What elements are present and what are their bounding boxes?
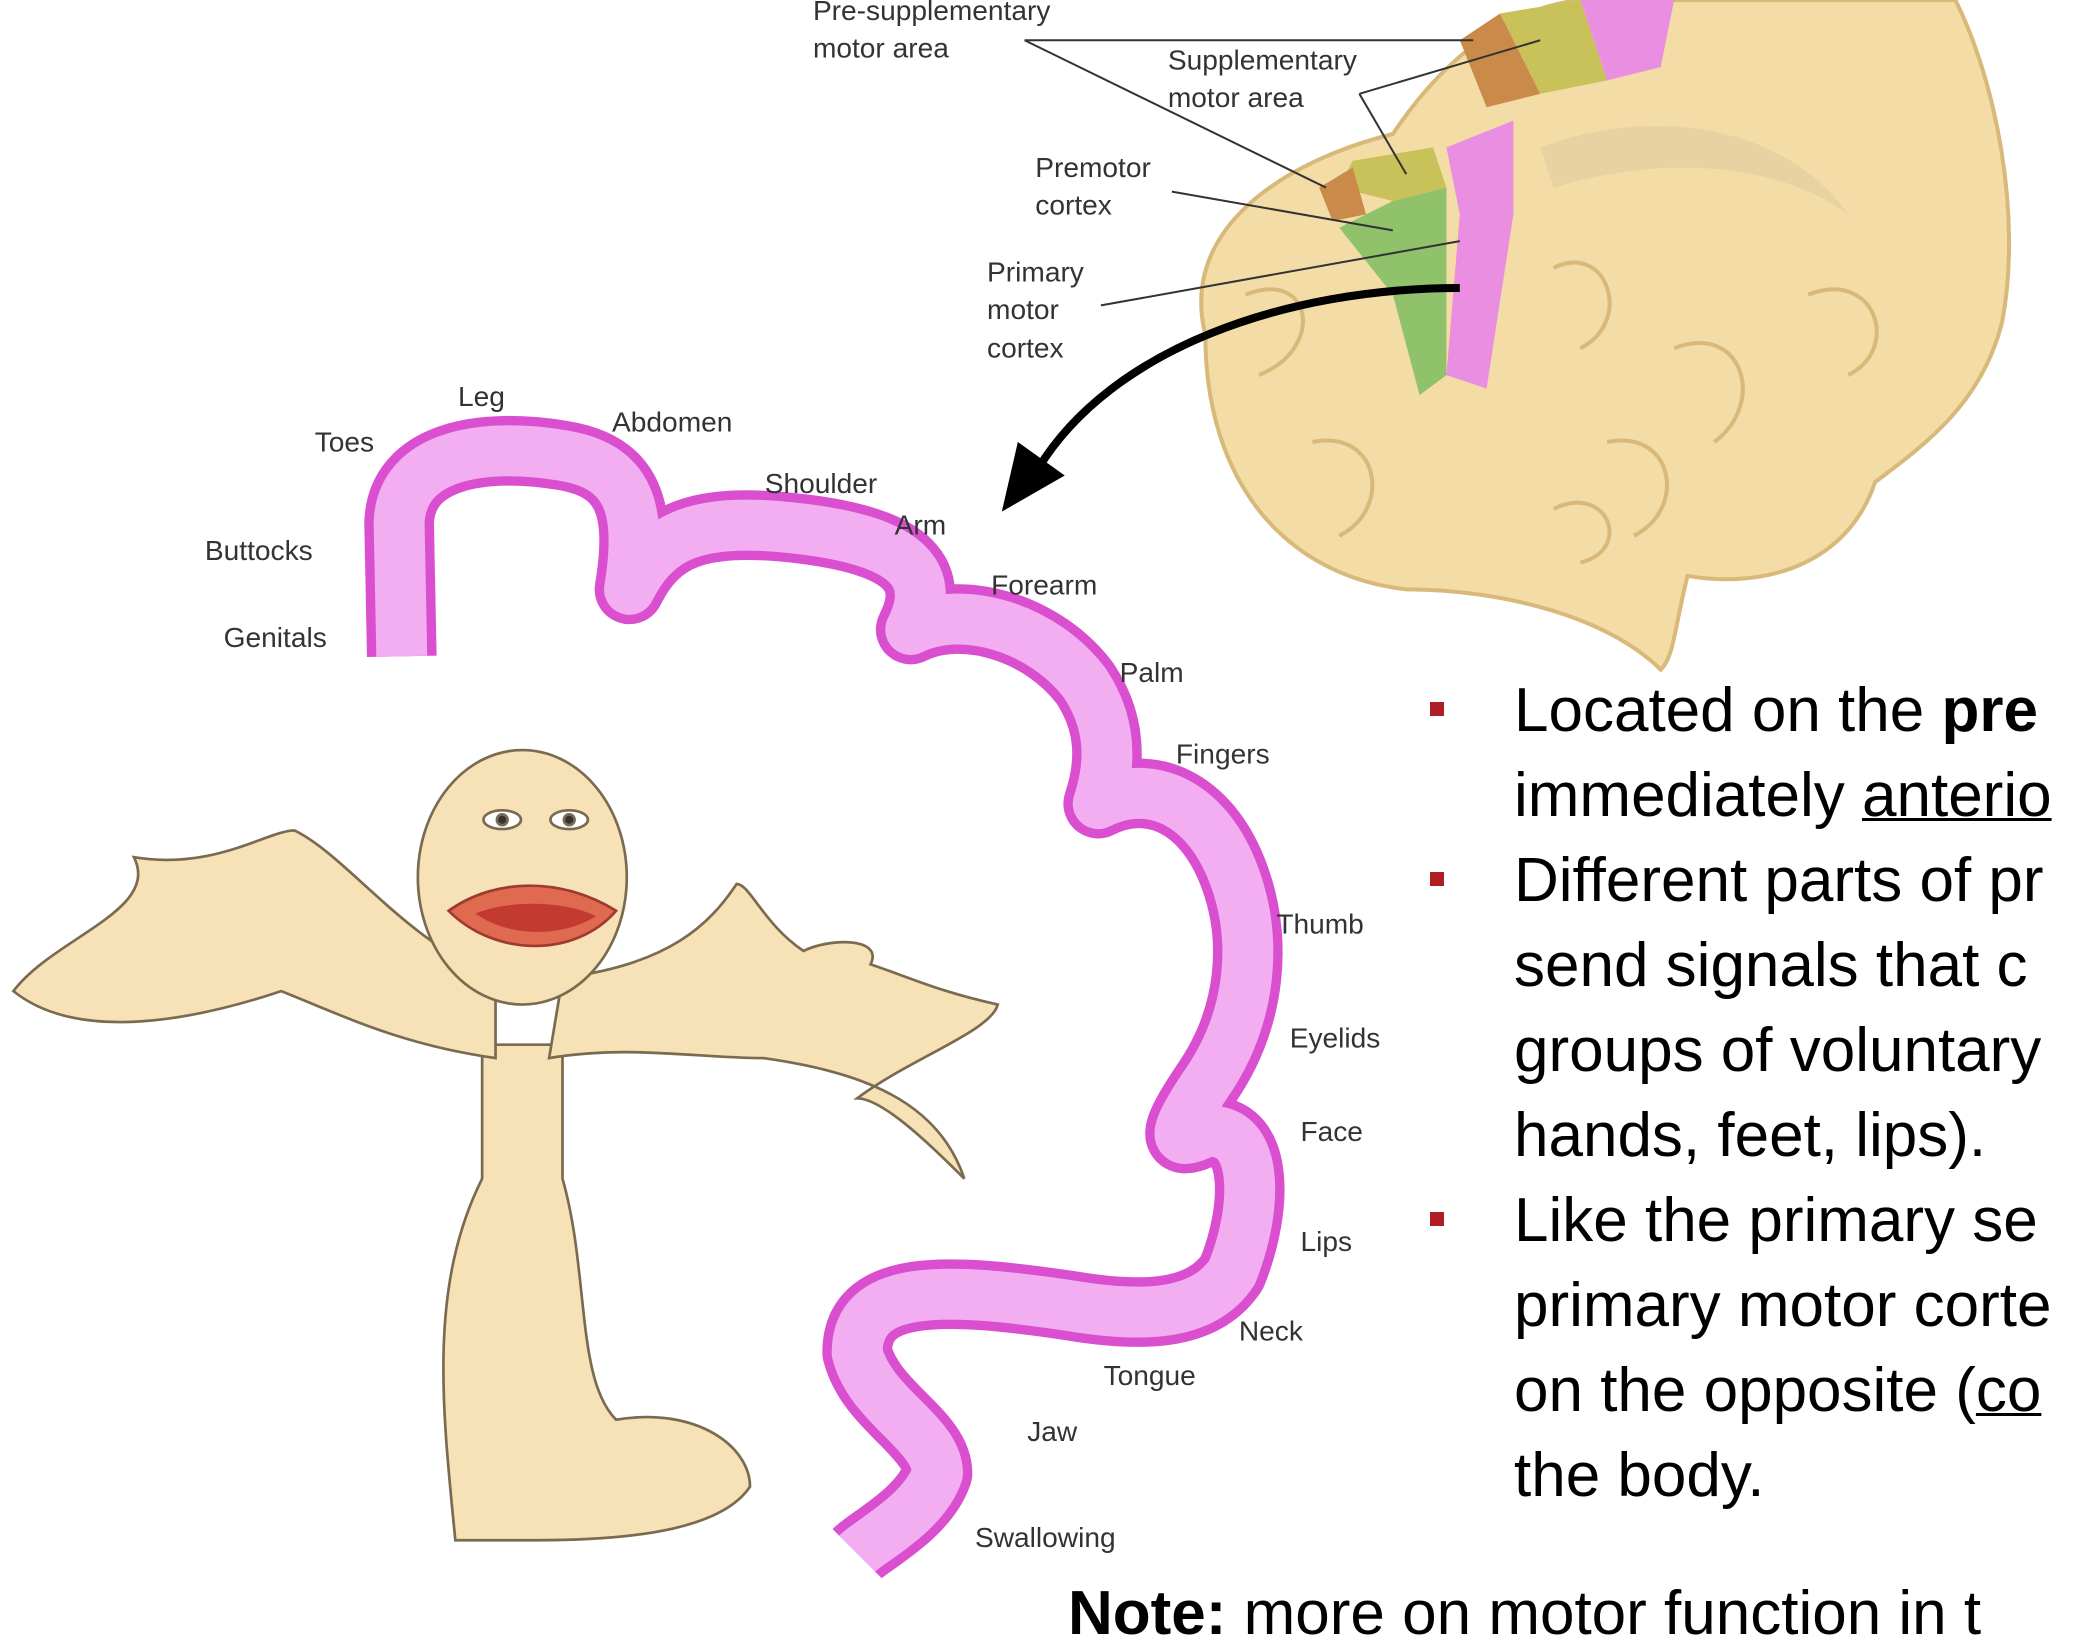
label-toes: Toes [315,426,374,457]
body-part-labels: Leg Toes Abdomen Shoulder Arm Buttocks G… [205,381,1380,1553]
label-jaw: Jaw [1027,1416,1078,1447]
bullet-item: Located on the pre immediately anterio [1430,668,2100,838]
label-presma-2: motor area [813,33,949,64]
label-primary-2: motor [987,294,1059,325]
label-primary-3: cortex [987,333,1064,364]
label-premotor: Premotor [1035,152,1151,183]
label-thumb: Thumb [1276,909,1364,940]
note-text: Note: more on motor function in t [1068,1579,1982,1648]
brain-labels: Pre-supplementary motor area Supplementa… [813,0,1357,364]
arrow-icon [1001,283,1460,512]
label-primary: Primary [987,256,1084,287]
label-buttocks: Buttocks [205,535,313,566]
leader-lines [1024,39,1541,307]
label-lips: Lips [1300,1226,1352,1257]
label-swallowing: Swallowing [975,1522,1116,1553]
label-arm: Arm [895,509,947,540]
label-leg: Leg [458,381,505,412]
bullet-icon [1430,872,1444,886]
label-sma-2: motor area [1168,82,1304,113]
label-presma: Pre-supplementary [813,0,1050,26]
brain-illustration [1199,0,2012,673]
homunculus-figure [11,748,1000,1542]
label-face: Face [1300,1116,1363,1147]
bullet-item: Like the primary se primary motor corte … [1430,1178,2100,1518]
label-fingers: Fingers [1176,738,1270,769]
label-neck: Neck [1239,1316,1304,1347]
label-sma: Supplementary [1168,45,1357,76]
label-shoulder: Shoulder [765,468,878,499]
label-genitals: Genitals [224,622,327,653]
label-premotor-2: cortex [1035,189,1112,220]
label-abdomen: Abdomen [612,406,732,437]
label-tongue: Tongue [1104,1360,1196,1391]
bullet-icon [1430,702,1444,716]
label-forearm: Forearm [991,570,1097,601]
label-palm: Palm [1120,657,1184,688]
bullet-icon [1430,1212,1444,1226]
bullet-item: Different parts of pr send signals that … [1430,838,2100,1178]
bullet-list: Located on the pre immediately anterio D… [1430,668,2100,1518]
motor-cortex-strip [364,415,1285,1580]
label-eyelids: Eyelids [1290,1022,1381,1053]
